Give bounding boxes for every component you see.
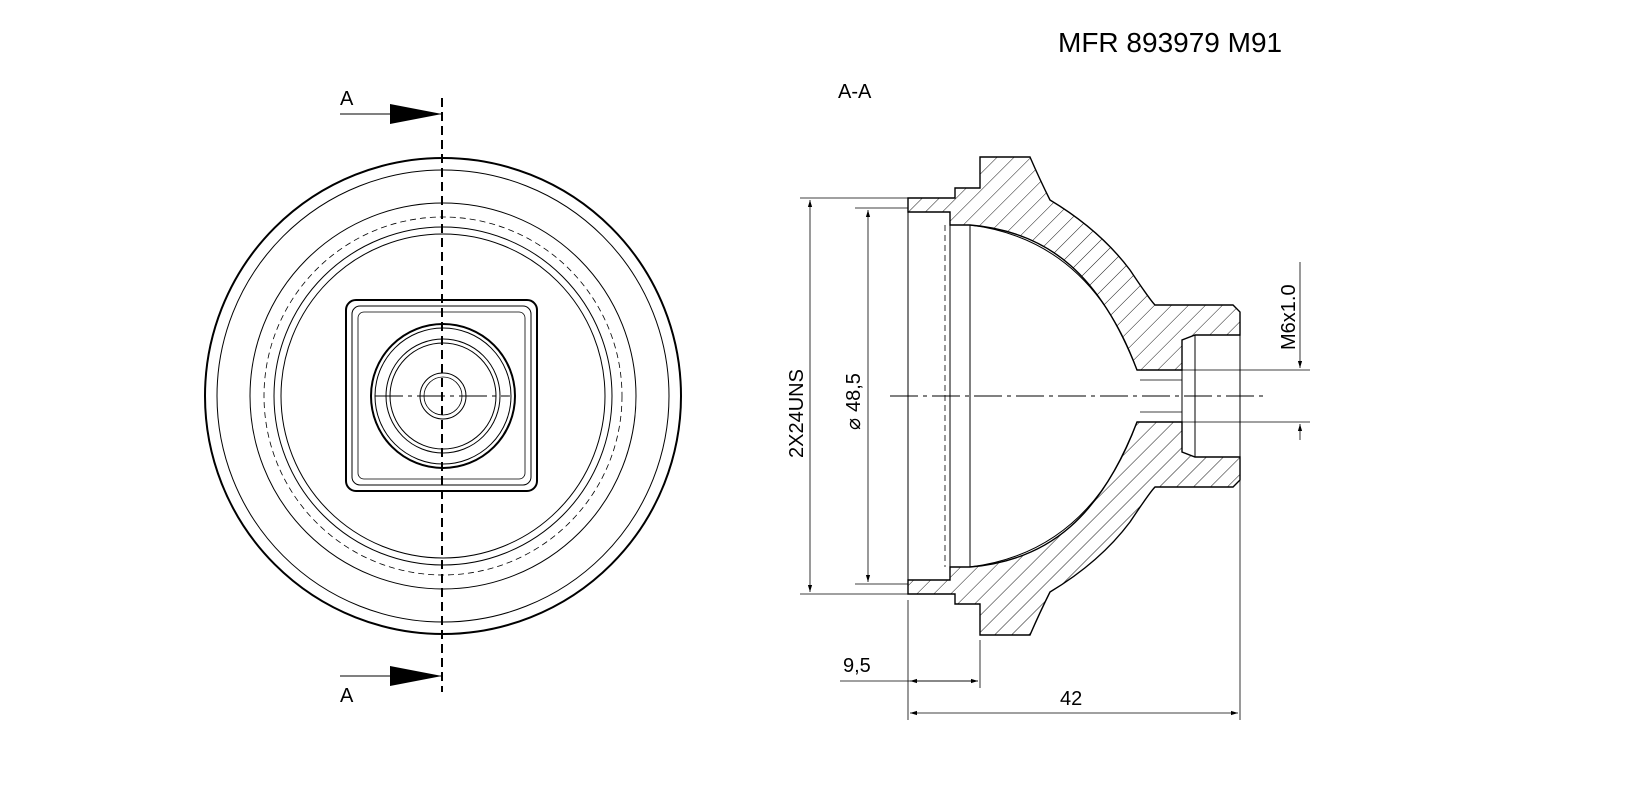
cut-marker-bottom: A bbox=[340, 685, 354, 707]
flange-depth-dim: 9,5 bbox=[843, 655, 871, 677]
overall-length-dim: 42 bbox=[1060, 688, 1082, 710]
body-section-upper bbox=[907, 156, 1241, 371]
section-view: A-A 2X24UNS ⌀ 48,5 bbox=[786, 81, 1310, 720]
part-number: MFR 893979 M91 bbox=[1058, 27, 1282, 58]
section-label: A-A bbox=[838, 81, 872, 103]
diameter-symbol: ⌀ bbox=[843, 418, 865, 430]
thread-major-dim: 2X24UNS bbox=[786, 369, 808, 458]
side-thread-dim: M6x1.0 bbox=[1278, 284, 1300, 350]
body-section-lower bbox=[907, 421, 1241, 636]
bore-diameter-dim: 48,5 bbox=[843, 373, 865, 412]
cut-marker-top: A bbox=[340, 88, 354, 110]
front-view: A A bbox=[204, 88, 682, 707]
